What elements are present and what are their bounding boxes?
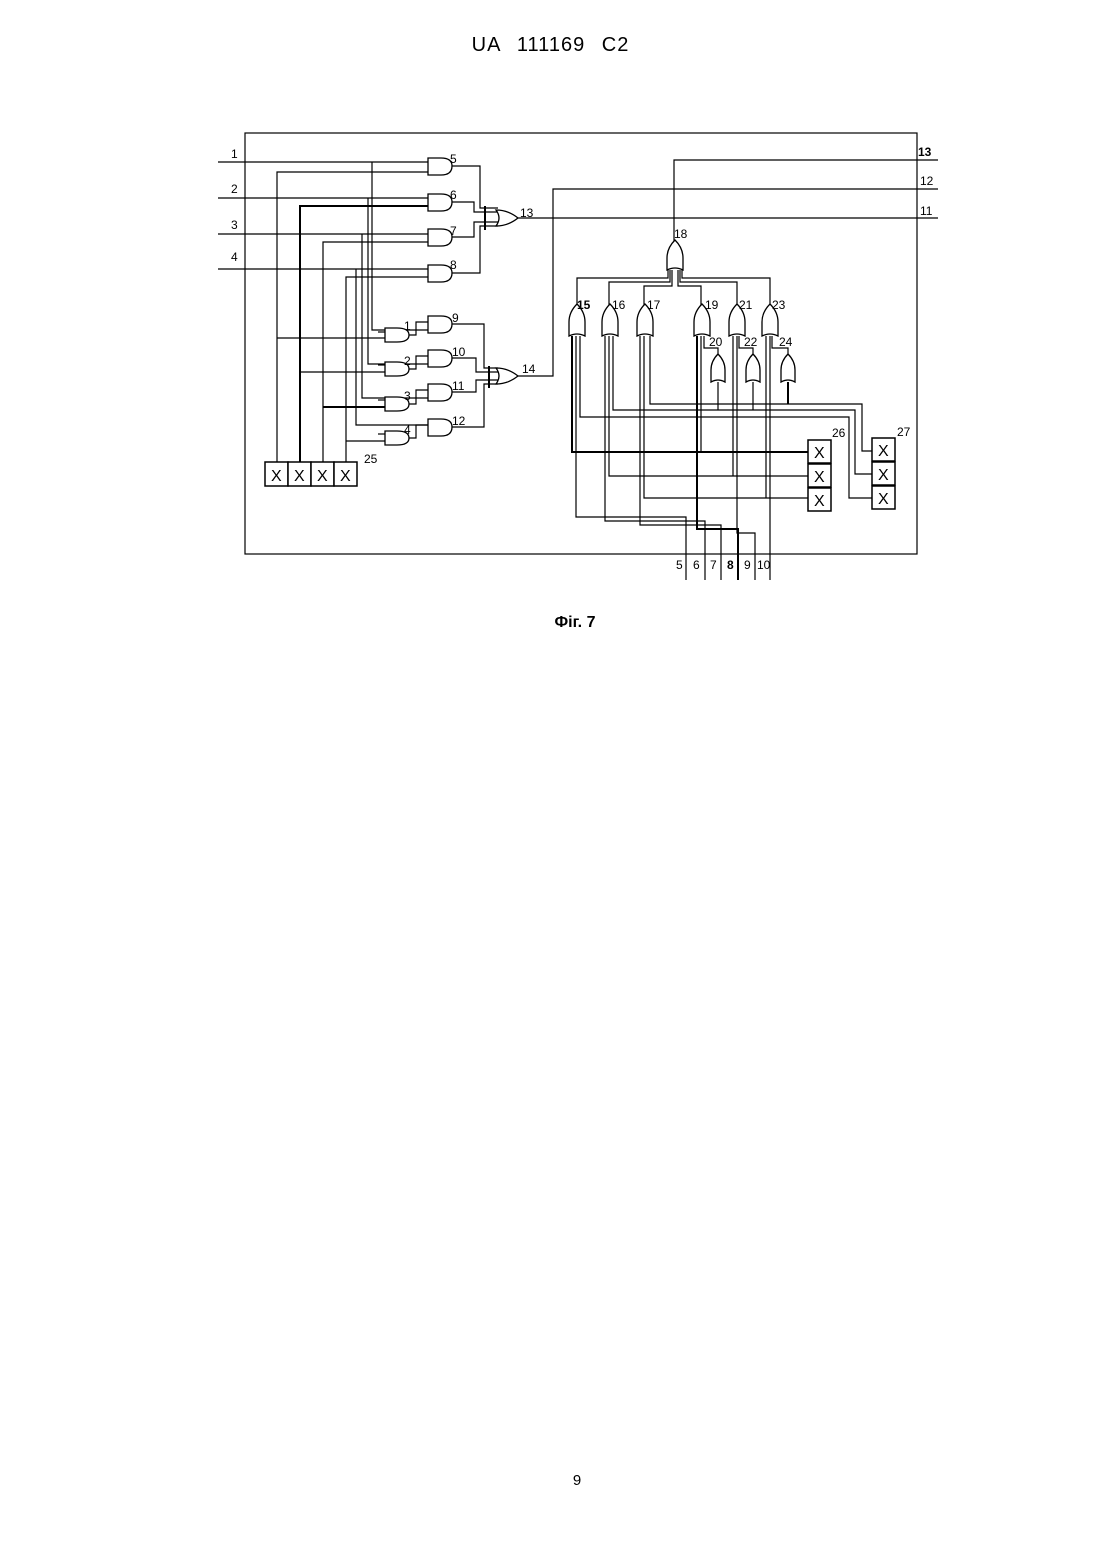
output-label-12: 12 <box>920 174 934 188</box>
bottom-label-8: 8 <box>727 558 734 572</box>
gate-label-16: 16 <box>612 298 626 312</box>
output-label-11: 11 <box>920 204 933 218</box>
input-label-1: 1 <box>231 147 238 161</box>
small-gate-label-2: 2 <box>404 354 411 368</box>
gate-label-11: 11 <box>452 379 465 393</box>
block-26-cell-3: X <box>814 493 825 510</box>
block-26-cell-1: X <box>814 445 825 462</box>
circuit-diagram: 1 2 3 4 1 2 3 4 5 6 7 8 9 <box>0 0 1101 600</box>
gate-label-8: 8 <box>450 258 457 272</box>
bus-16c <box>613 336 872 474</box>
block-27-cell-1: X <box>878 443 889 460</box>
gate-label-9: 9 <box>452 311 459 325</box>
gate-label-10: 10 <box>452 345 466 359</box>
bus-16b <box>609 336 808 476</box>
gate-11 <box>428 384 452 401</box>
bus-e <box>372 162 428 330</box>
gate-label-23: 23 <box>772 298 786 312</box>
input-label-3: 3 <box>231 218 238 232</box>
or-gate-14 <box>496 368 518 384</box>
gate-22 <box>746 354 760 382</box>
gate-18 <box>667 240 683 270</box>
small-gate-label-1: 1 <box>404 319 411 333</box>
gate-8 <box>428 265 452 282</box>
bottom-label-10: 10 <box>757 558 771 572</box>
gate-label-6: 6 <box>450 188 457 202</box>
bottom-label-5: 5 <box>676 558 683 572</box>
gate-6 <box>428 194 452 211</box>
block-26-cell-2: X <box>814 469 825 486</box>
block-27-cell-2: X <box>878 467 889 484</box>
block-label-25: 25 <box>364 452 378 466</box>
gate-label-22: 22 <box>744 335 758 349</box>
gate-label-12: 12 <box>452 414 466 428</box>
output-line-13 <box>674 160 938 248</box>
gate-label-17: 17 <box>647 298 661 312</box>
bottom-label-6: 6 <box>693 558 700 572</box>
small-gate-label-4: 4 <box>404 423 411 437</box>
bus-c <box>323 242 428 462</box>
block-27: X X X <box>872 438 895 509</box>
page-number: 9 <box>0 1472 1101 1489</box>
bus-15b <box>576 336 686 580</box>
gate-label-19: 19 <box>705 298 719 312</box>
or-gate-13 <box>496 210 518 226</box>
block-27-cell-3: X <box>878 491 889 508</box>
output-label-13: 13 <box>918 145 932 159</box>
bus-17a <box>640 336 721 580</box>
gate-label-14: 14 <box>522 362 536 376</box>
gate-label-24: 24 <box>779 335 793 349</box>
gate-label-15: 15 <box>577 298 591 312</box>
gate-24 <box>781 354 795 382</box>
gate-20 <box>711 354 725 382</box>
figure-caption: Фіг. 7 <box>0 614 1101 632</box>
bottom-label-9: 9 <box>744 558 751 572</box>
gate-12 <box>428 419 452 436</box>
small-gate-label-3: 3 <box>404 389 411 403</box>
input-label-2: 2 <box>231 182 238 196</box>
block-25: X X X X <box>265 462 357 486</box>
block-25-cell-1: X <box>271 468 282 485</box>
bottom-label-7: 7 <box>710 558 717 572</box>
bus-16a <box>605 336 705 580</box>
block-25-cell-3: X <box>317 468 328 485</box>
block-25-cell-4: X <box>340 468 351 485</box>
gate-7 <box>428 229 452 246</box>
gate-9 <box>428 316 452 333</box>
gate-10 <box>428 350 452 367</box>
gate-5 <box>428 158 452 175</box>
gate-label-5: 5 <box>450 152 457 166</box>
block-25-cell-2: X <box>294 468 305 485</box>
block-label-27: 27 <box>897 425 911 439</box>
gate-label-7: 7 <box>450 224 457 238</box>
gate-label-18: 18 <box>674 227 688 241</box>
gate-label-21: 21 <box>739 298 753 312</box>
block-26: X X X <box>808 440 831 511</box>
input-label-4: 4 <box>231 250 238 264</box>
block-label-26: 26 <box>832 426 846 440</box>
gate-label-20: 20 <box>709 335 723 349</box>
bus-15a <box>572 336 808 452</box>
